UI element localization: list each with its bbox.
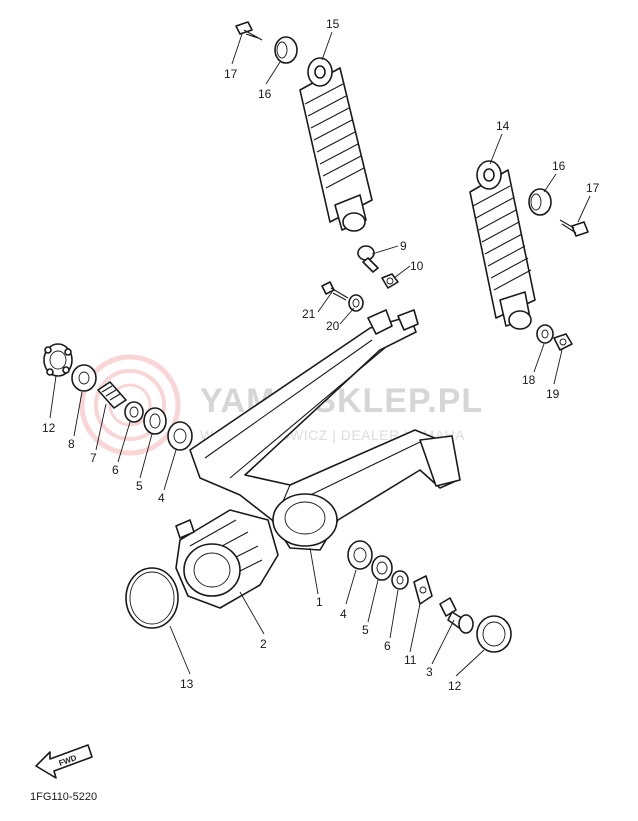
cap-12-left: [43, 343, 73, 377]
bolt-17-left: [235, 21, 263, 41]
callout-2: 2: [260, 637, 267, 651]
shock-absorber-right: [469, 160, 536, 330]
callout-12-left: 12: [42, 421, 56, 435]
callout-8: 8: [68, 437, 75, 451]
callout-labels: 15 17 16 14 16 17 9 10 21 20 18 19 12 8 …: [42, 17, 600, 693]
callout-5-left: 5: [136, 479, 143, 493]
callout-13: 13: [180, 677, 194, 691]
seal-5-left: [143, 407, 167, 435]
callout-1: 1: [316, 595, 323, 609]
callout-4-right: 4: [340, 607, 347, 621]
collar-16-right: [528, 188, 552, 216]
callout-21: 21: [302, 307, 316, 321]
callout-17-left: 17: [224, 67, 238, 81]
diagram-code: 1FG110-5220: [30, 791, 97, 803]
callout-11: 11: [404, 653, 417, 667]
cap-12-right: [476, 615, 512, 653]
pivot-shaft-7: [97, 381, 127, 409]
callout-15: 15: [326, 17, 340, 31]
watermark-logo: [79, 354, 181, 456]
washer-20: [348, 294, 364, 312]
rubber-boot: [175, 509, 279, 609]
callout-3: 3: [426, 665, 433, 679]
swing-arm: [189, 309, 461, 551]
fwd-arrow-icon: FWD: [35, 744, 93, 779]
callout-14: 14: [496, 119, 510, 133]
callout-16-left: 16: [258, 87, 272, 101]
callout-7: 7: [90, 451, 97, 465]
callout-4-left: 4: [158, 491, 165, 505]
bearing-4-right: [347, 540, 373, 570]
nut-19: [553, 333, 573, 351]
pivot-bolt-3: [439, 597, 474, 634]
collar-16-left: [274, 36, 298, 64]
bushing-8: [71, 364, 97, 392]
circlip-ring: [125, 567, 179, 629]
callout-16-right: 16: [552, 159, 566, 173]
callout-20: 20: [326, 319, 340, 333]
collar-6-left: [124, 401, 144, 423]
collar-18: [536, 324, 554, 344]
callout-9: 9: [400, 239, 407, 253]
plate-11: [413, 575, 433, 605]
leader-lines: [49, 31, 591, 677]
callout-6-right: 6: [384, 639, 391, 653]
callout-5-right: 5: [362, 623, 369, 637]
nut-10: [381, 273, 399, 289]
bolt-17-right: [559, 219, 589, 237]
callout-18: 18: [522, 373, 536, 387]
callout-10: 10: [410, 259, 424, 273]
seal-5-right: [371, 555, 393, 581]
bolt-21: [321, 281, 349, 301]
callout-17-right: 17: [586, 181, 600, 195]
bearing-4-left: [167, 421, 193, 451]
callout-19: 19: [546, 387, 560, 401]
bolt-9: [357, 245, 379, 273]
shock-absorber-left: [299, 57, 373, 232]
collar-6-right: [391, 570, 409, 590]
callout-6-left: 6: [112, 463, 119, 477]
callout-12-right: 12: [448, 679, 462, 693]
